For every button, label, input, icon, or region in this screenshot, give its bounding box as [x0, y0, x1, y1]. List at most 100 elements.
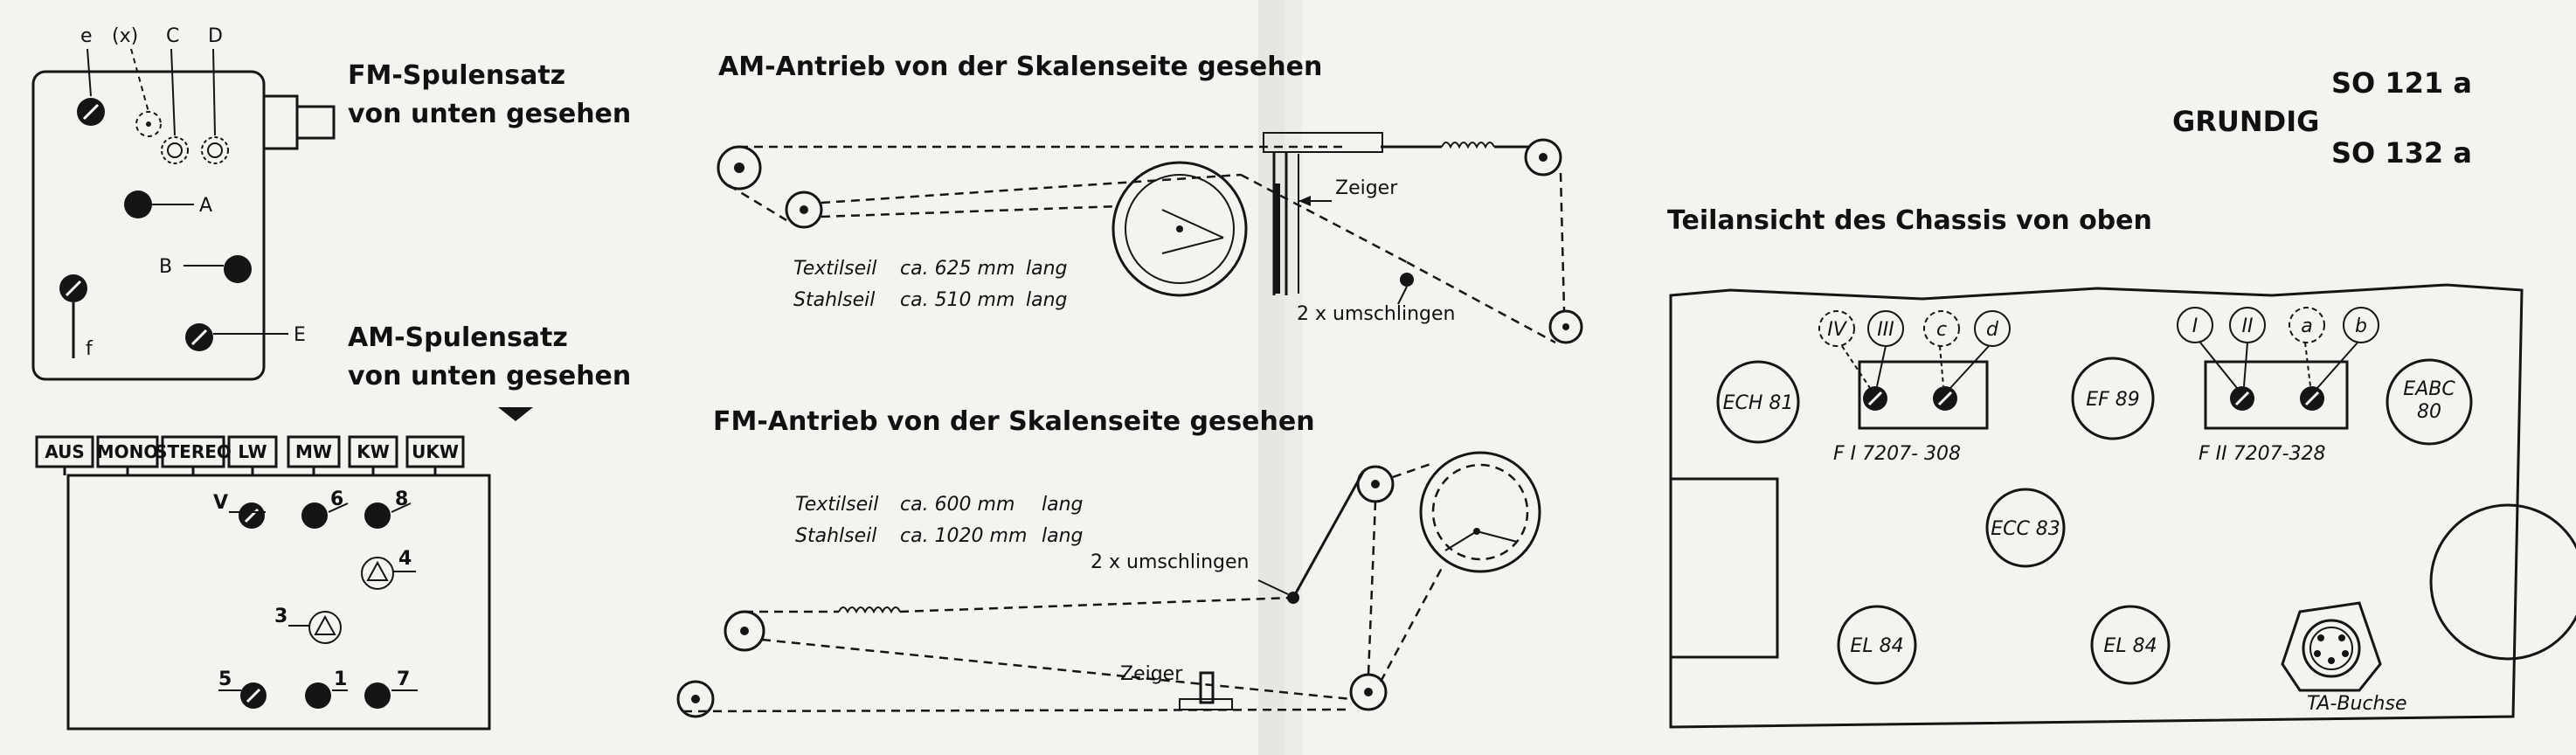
fii-label: F II 7207-328 [2199, 443, 2326, 465]
am-drum-icon [1111, 161, 1248, 297]
am-rope1-unit: lang [1026, 258, 1068, 280]
ta-socket-label: TA-Buchse [2307, 693, 2406, 715]
am-trimmer-1-icon [305, 682, 331, 709]
fm-label-x: (x) [112, 25, 138, 47]
fm-label-d: D [208, 25, 223, 47]
tube-ecc83-icon [1985, 488, 2066, 568]
svg-text:a: a [2301, 315, 2312, 337]
tube-el84-right-icon [2090, 605, 2171, 685]
am-button-ukw[interactable]: UKW [405, 435, 465, 475]
svg-text:II: II [2242, 315, 2254, 337]
ta-socket-icon [2281, 601, 2382, 692]
am-button-stereo[interactable]: STEREO [155, 435, 232, 475]
am-wraps-label: 2 x umschlingen [1297, 303, 1456, 325]
am-button-mw[interactable]: MW [287, 435, 341, 475]
am-button-kw[interactable]: KW [348, 435, 398, 475]
fm-pointer-icon [1199, 671, 1215, 704]
fm-label-f: f [86, 338, 93, 360]
fm-drive-diagram: FM-Antrieb von der Skalenseite gesehen T… [676, 406, 1541, 718]
am-button-lw[interactable]: LW [227, 435, 278, 475]
am-button-mono[interactable]: MONO [96, 435, 159, 475]
chassis-outline [1669, 283, 2524, 729]
fm-drum-icon [1419, 451, 1541, 573]
am-label-8: 8 [395, 488, 408, 510]
am-rope2-length: ca. 510 mm [900, 289, 1014, 311]
am-coil-diagram: AM-Spulensatz von unten gesehen AUS MONO… [35, 322, 631, 731]
chassis-title: Teilansicht des Chassis von oben [1667, 205, 2152, 236]
brand-name: GRUNDIG [2172, 105, 2319, 138]
down-arrow-icon [498, 407, 533, 421]
tube-eabc80-label-2: 80 [2417, 401, 2441, 423]
svg-text:c: c [1936, 319, 1947, 341]
tube-el84-left-label: EL 84 [1850, 635, 1903, 657]
fm-rope2-name: Stahlseil [795, 525, 876, 547]
svg-text:AUS: AUS [45, 441, 85, 462]
fm-point-x-icon [135, 111, 162, 137]
model-1: SO 121 a [2331, 66, 2472, 100]
fm-trimmer-a-icon [124, 190, 152, 218]
am-rope1-length: ca. 625 mm [900, 258, 1014, 280]
svg-text:d: d [1986, 319, 1999, 341]
fi-filter-box [1858, 360, 1989, 430]
fm-label-e-upper: E [294, 324, 306, 346]
am-pointer-carriage-icon [1263, 132, 1383, 153]
fi-mark-iv [1818, 310, 1855, 347]
am-rope2-unit: lang [1026, 289, 1068, 311]
model-header: GRUNDIG SO 121 a SO 132 a [2172, 66, 2472, 170]
svg-text:b: b [2355, 315, 2367, 337]
am-drive-title: AM-Antrieb von der Skalenseite gesehen [718, 52, 1322, 82]
tube-ech81-label: ECH 81 [1723, 392, 1794, 414]
am-rope2-name: Stahlseil [793, 289, 875, 311]
am-pointer-label: Zeiger [1335, 177, 1398, 199]
am-button-aus[interactable]: AUS [35, 435, 94, 475]
svg-text:MW: MW [295, 441, 332, 462]
am-label-v: V [213, 492, 228, 514]
fm-wrap-point-icon [1287, 592, 1299, 604]
fm-drive-title: FM-Antrieb von der Skalenseite gesehen [713, 406, 1315, 437]
tube-eabc80-icon [2386, 358, 2473, 446]
svg-text:III: III [1877, 319, 1894, 341]
fm-label-e: e [80, 25, 93, 47]
fm-coil-diagram: e (x) C D A B E f [31, 25, 631, 381]
svg-text:I: I [2192, 315, 2199, 337]
tube-eabc80-label-1: EABC [2403, 378, 2455, 400]
fii-mark-a [2289, 307, 2325, 343]
tube-ech81-icon [1716, 360, 1800, 444]
fm-wraps-label: 2 x umschlingen [1091, 551, 1250, 573]
am-coil-title: AM-Spulensatz [348, 322, 568, 353]
am-rope1-name: Textilseil [793, 258, 876, 280]
fm-pointer-label: Zeiger [1120, 663, 1183, 685]
am-drive-diagram: AM-Antrieb von der Skalenseite gesehen [717, 52, 1583, 344]
fm-coil-title: FM-Spulensatz [348, 60, 565, 91]
fii-mark-b [2343, 307, 2379, 343]
tube-ef89-icon [2071, 357, 2155, 440]
fm-coil-d-icon [201, 136, 229, 164]
am-wrap-point-icon [1400, 273, 1414, 287]
fii-filter-box [2204, 360, 2349, 430]
fm-label-c: C [166, 25, 179, 47]
svg-text:IV: IV [1827, 319, 1847, 341]
svg-text:KW: KW [357, 441, 390, 462]
chassis-diagram: Teilansicht des Chassis von oben ECH 81 … [1667, 205, 2576, 729]
tube-ecc83-label: ECC 83 [1991, 518, 2060, 540]
fm-coil-subtitle: von unten gesehen [348, 99, 631, 129]
am-coil-4-icon [361, 557, 394, 590]
tube-ef89-label: EF 89 [2086, 389, 2140, 411]
fi-mark-d [1974, 310, 2011, 347]
tube-el84-right-label: EL 84 [2103, 635, 2157, 657]
am-pulley-bottom-icon [1548, 309, 1583, 344]
chassis-cutout-icon [2429, 503, 2576, 661]
am-pulley-lower-icon [785, 190, 823, 229]
am-trimmer-6-icon [301, 502, 328, 529]
am-label-6: 6 [330, 488, 343, 510]
fm-rope1-length: ca. 600 mm [900, 494, 1014, 516]
fm-rope2-unit: lang [1042, 525, 1084, 547]
svg-text:LW: LW [238, 441, 267, 462]
fm-trimmer-b-icon [224, 255, 252, 283]
fm-pulley-lower-icon [676, 680, 715, 718]
fm-label-a: A [199, 195, 212, 217]
am-label-4: 4 [398, 548, 412, 570]
fm-rope1-unit: lang [1042, 494, 1084, 516]
svg-text:STEREO: STEREO [155, 441, 232, 462]
svg-text:UKW: UKW [412, 441, 459, 462]
